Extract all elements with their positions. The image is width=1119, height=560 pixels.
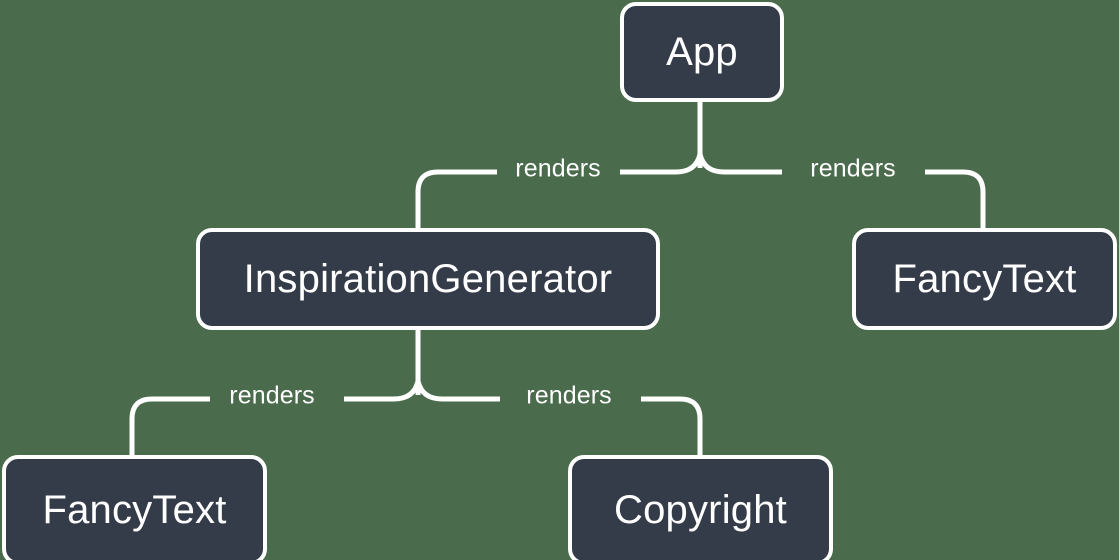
wire-inspirationgenerator-junction-left: [393, 380, 421, 402]
node-copyright[interactable]: Copyright: [568, 455, 833, 560]
wire-app-to-fancytext-right-b: [925, 169, 986, 228]
node-fancytext-left[interactable]: FancyText: [2, 455, 267, 560]
node-fancytext-left-label: FancyText: [42, 487, 227, 532]
edge-label-app-to-fancytext-right: renders: [810, 154, 896, 183]
wire-app-junction-left: [675, 153, 703, 175]
edge-label-inspirationgenerator-to-fancytext-left: renders: [229, 381, 315, 410]
edge-label-app-to-inspirationgenerator: renders: [515, 154, 601, 183]
edge-label-inspirationgenerator-to-copyright: renders: [526, 381, 612, 410]
wire-app-junction-right: [697, 153, 725, 175]
wire-app-to-inspirationgenerator-b: [415, 169, 497, 228]
wire-inspirationgenerator-to-copyright-b: [641, 396, 703, 455]
node-inspirationgenerator-label: InspirationGenerator: [243, 256, 613, 301]
node-copyright-label: Copyright: [614, 487, 787, 532]
node-app-label: App: [666, 29, 738, 74]
node-inspirationgenerator[interactable]: InspirationGenerator: [196, 228, 660, 330]
node-fancytext-right-label: FancyText: [892, 256, 1077, 301]
wire-inspirationgenerator-junction-right: [415, 380, 443, 402]
node-fancytext-right[interactable]: FancyText: [852, 228, 1117, 330]
wire-inspirationgenerator-to-fancytext-left-b: [129, 396, 210, 455]
node-app[interactable]: App: [620, 2, 784, 102]
